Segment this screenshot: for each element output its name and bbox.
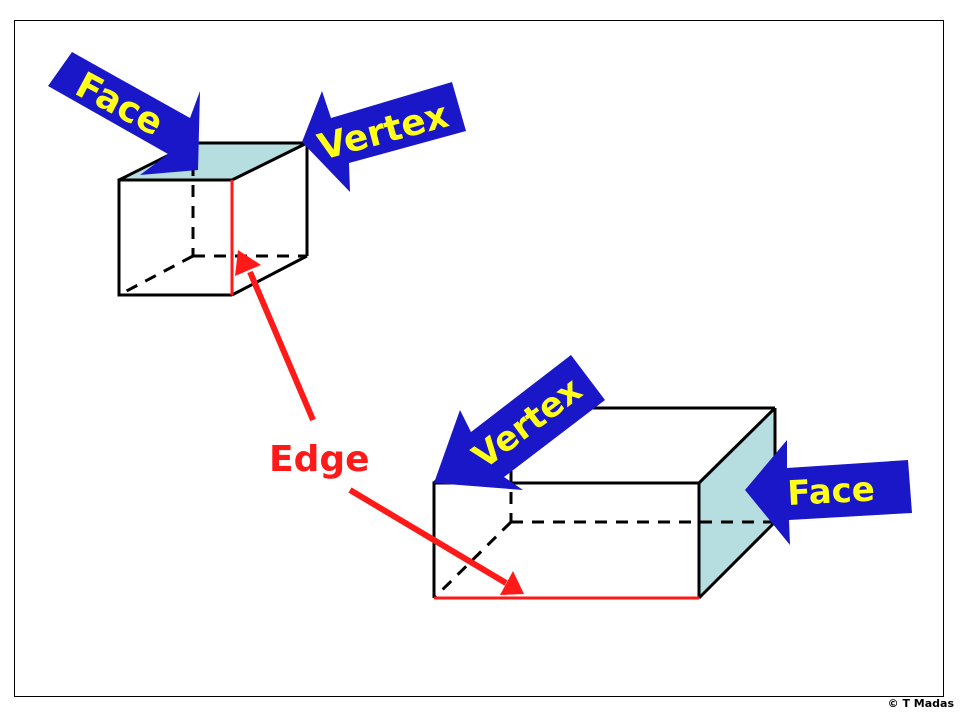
edge-label: Edge: [269, 439, 370, 480]
vertex-arrow-top: Vertex: [302, 82, 466, 192]
cube: [117, 141, 309, 297]
cube-hidden-edges: [118, 143, 307, 297]
copyright-notice: © T Madas: [887, 697, 954, 710]
edge-arrow-down-head: [500, 571, 524, 595]
diagram-frame: [14, 20, 944, 697]
face-label-bottom: Face: [786, 469, 875, 514]
face-label-top: Face: [69, 65, 170, 145]
face-arrow-bottom: Face: [745, 440, 912, 545]
cube-top-face: [119, 143, 307, 180]
edge-arrow-down-shaft: [348, 487, 508, 586]
vertex-arrow-bottom: Vertex: [434, 355, 605, 490]
edge-arrow-up-shaft: [247, 270, 316, 422]
face-arrow-top: Face: [48, 52, 200, 175]
edge-arrow-up-head: [235, 250, 261, 276]
cuboid-hidden-edges: [432, 408, 775, 600]
cuboid-right-face: [699, 408, 775, 598]
edge-pointers: [235, 250, 524, 595]
